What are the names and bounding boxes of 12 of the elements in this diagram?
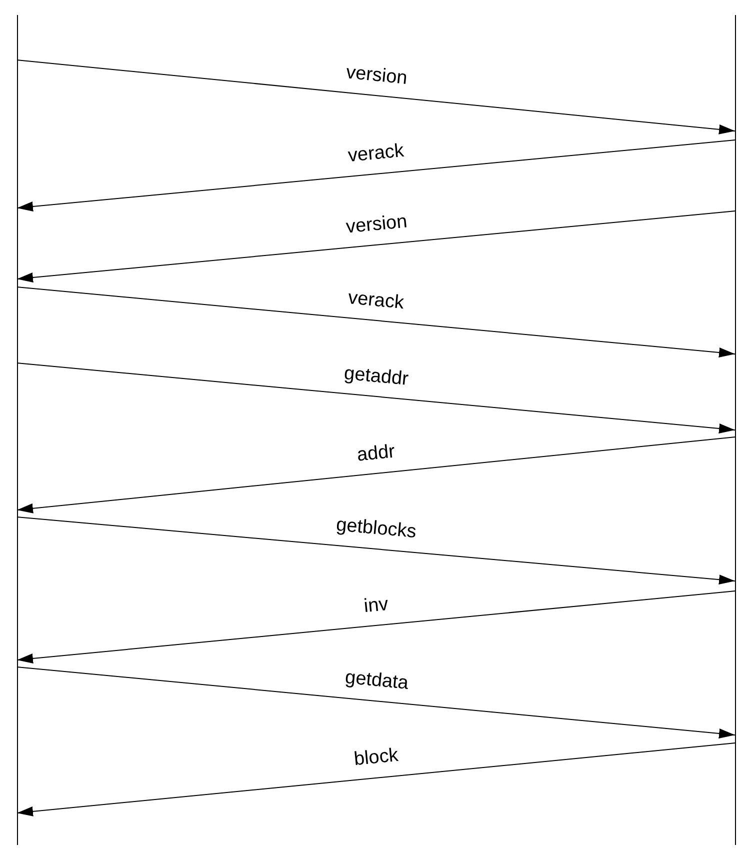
message-arrow — [16, 516, 736, 585]
message-arrow — [16, 60, 736, 134]
message-arrow — [16, 362, 736, 434]
message-arrow — [16, 436, 736, 514]
message-arrow — [16, 286, 736, 358]
message-arrow — [16, 590, 736, 664]
message-arrow — [16, 140, 736, 212]
lifeline — [16, 15, 18, 845]
lifeline — [734, 15, 736, 845]
message-arrow — [16, 742, 736, 816]
message-arrow — [16, 210, 736, 282]
message-arrow — [16, 666, 736, 738]
